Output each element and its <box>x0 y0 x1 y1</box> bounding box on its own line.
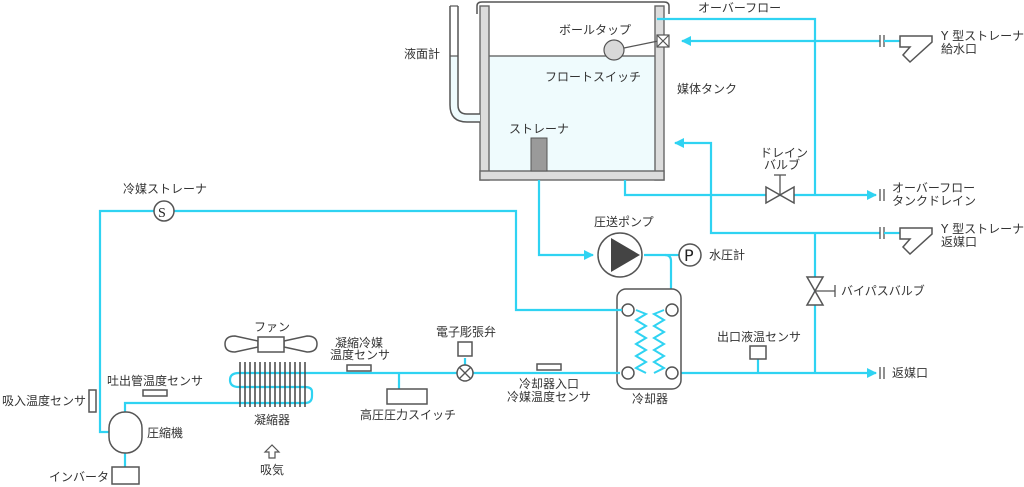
supply-strainer-label-2: 給水口 <box>941 42 977 56</box>
cooler-icon <box>616 288 682 390</box>
discharge-sensor-label: 吐出管温度センサ <box>107 373 203 388</box>
expansion-valve-label: 電子彫張弁 <box>436 324 496 339</box>
refrigerant-coil <box>633 309 649 374</box>
pressure-gauge-symbol: P <box>684 246 694 265</box>
tank-water <box>489 56 655 171</box>
return-to-tank-pipe <box>674 138 880 235</box>
refrigerant-strainer-label: 冷媒ストレーナ <box>123 182 207 196</box>
cooler-inlet-sensor-label-1: 冷却器入口 <box>519 377 579 391</box>
tank-label: 媒体タンク <box>677 82 737 96</box>
compressor-icon <box>108 411 143 454</box>
suction-sensor-label: 吸入温度センサ <box>2 393 86 408</box>
compressor-label: 圧縮機 <box>147 425 183 440</box>
ball-tap-arm <box>623 40 659 49</box>
expansion-valve-icon <box>456 341 474 382</box>
refrigerant-strainer-symbol: S <box>158 206 166 221</box>
tank-wall-bottom <box>479 170 665 181</box>
tank-wall-right <box>654 5 665 181</box>
pressure-pump-icon <box>597 232 643 278</box>
cooler-label: 冷却器 <box>632 392 668 406</box>
overflow-label: オーバーフロー <box>698 1 781 15</box>
tank-strainer-block <box>530 137 548 172</box>
supply-y-strainer-icon <box>899 35 933 64</box>
intake-label: 吸気 <box>260 462 284 477</box>
drain-valve-label-2: バルブ <box>764 157 800 172</box>
inverter-icon <box>111 466 140 485</box>
ball-tap-float <box>603 39 625 61</box>
level-gauge-label: 液面計 <box>404 46 440 61</box>
return-strainer-label-2: 返媒口 <box>941 235 977 249</box>
tank-wall-left <box>479 5 490 181</box>
outlet-temp-sensor-label: 出口液温センサ <box>717 329 801 344</box>
float-switch-label: フロートスイッチ <box>545 70 641 84</box>
fan-label: ファン <box>254 320 290 334</box>
tank-lid <box>476 1 670 14</box>
pressure-gauge-icon <box>678 243 702 267</box>
cooler-to-strainer-pipe <box>174 209 622 312</box>
return-strainer-label-1: Y 型ストレーナ <box>940 222 1024 236</box>
discharge-temp-sensor-icon <box>142 389 168 397</box>
refrigerant-strainer-icon <box>153 200 175 222</box>
intake-arrow-icon <box>263 444 281 459</box>
pressure-gauge-label: 水圧計 <box>709 247 745 262</box>
overflow-pipe <box>657 17 817 195</box>
ball-tap-valve-icon <box>656 34 670 48</box>
cooler-inlet-sensor-label-2: 冷媒温度センサ <box>507 389 591 404</box>
overflow-drain-label-2: タンクドレイン <box>892 194 976 208</box>
drain-pipe <box>623 180 877 200</box>
condense-temp-sensor-icon <box>346 364 372 372</box>
tank-strainer-label: ストレーナ <box>509 122 569 136</box>
level-gauge <box>449 5 480 123</box>
outlet-temp-sensor-icon <box>749 345 767 360</box>
suction-temp-sensor-icon <box>88 389 97 413</box>
media-tank <box>476 1 670 181</box>
cooler-inlet-sensor-icon <box>536 363 562 371</box>
bypass-valve-icon <box>805 276 836 306</box>
ball-tap-label: ボールタップ <box>559 23 631 37</box>
pressure-pump-label: 圧送ポンプ <box>594 214 654 229</box>
drain-valve-icon <box>765 174 795 205</box>
drain-valve-label-1: ドレイン <box>760 146 808 160</box>
strainer-to-compressor-pipe <box>98 209 154 434</box>
compressor-to-condenser-pipe <box>123 401 305 412</box>
return-port-label: 返媒口 <box>892 366 928 380</box>
flanges <box>879 35 885 379</box>
overflow-drain-label-1: オーバーフロー <box>892 181 975 195</box>
condense-sensor-label-1: 凝縮冷媒 <box>335 335 383 350</box>
high-pressure-switch-label: 高圧圧力スイッチ <box>360 407 456 422</box>
tank-to-pump-pipe <box>537 180 594 260</box>
condense-sensor-label-2: 温度センサ <box>330 347 390 362</box>
supply-strainer-label-1: Y 型ストレーナ <box>940 29 1024 43</box>
condenser-label: 凝縮器 <box>254 412 290 427</box>
fan-icon <box>224 335 318 353</box>
bypass-valve-label: バイパスバルブ <box>841 283 925 298</box>
inverter-label: インバータ <box>49 470 109 484</box>
condenser-fins <box>239 362 306 407</box>
water-coil <box>651 309 667 374</box>
return-y-strainer-icon <box>899 227 933 256</box>
high-pressure-switch-icon <box>386 388 428 405</box>
condenser-coil-pipe <box>228 371 620 405</box>
